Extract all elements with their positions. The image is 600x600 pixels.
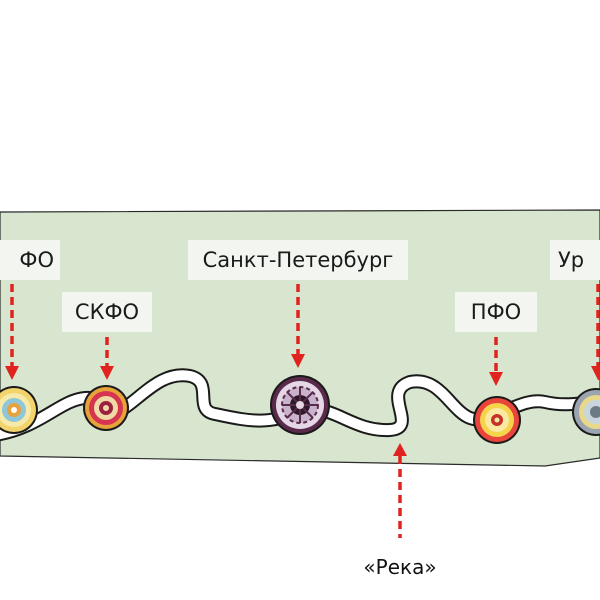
medallion-skfo — [83, 385, 129, 431]
label-skfo: СКФО — [62, 292, 152, 332]
label-kfo: ФО — [0, 240, 60, 280]
ornament-medallion-icon — [83, 385, 129, 431]
label-spb: Санкт-Петербург — [188, 240, 408, 280]
label-urfo: Ур — [550, 240, 600, 280]
label-pfo: ПФО — [455, 292, 537, 332]
medallion-spb — [270, 375, 330, 435]
ornament-medallion-icon — [473, 396, 521, 444]
arrow-kfo — [5, 284, 19, 380]
arrow-spb — [291, 284, 305, 368]
arrow-river — [393, 443, 407, 538]
river-caption: «Река» — [345, 550, 455, 584]
arrow-pfo — [489, 337, 503, 386]
medallion-kfo — [0, 386, 38, 434]
ornament-medallion-icon — [572, 388, 600, 436]
medallion-urfo — [572, 388, 600, 436]
medallion-pfo — [473, 396, 521, 444]
arrow-skfo — [100, 337, 114, 380]
arrow-urfo — [591, 284, 600, 380]
ornament-medallion-icon — [270, 375, 330, 435]
ornament-medallion-icon — [0, 386, 38, 434]
